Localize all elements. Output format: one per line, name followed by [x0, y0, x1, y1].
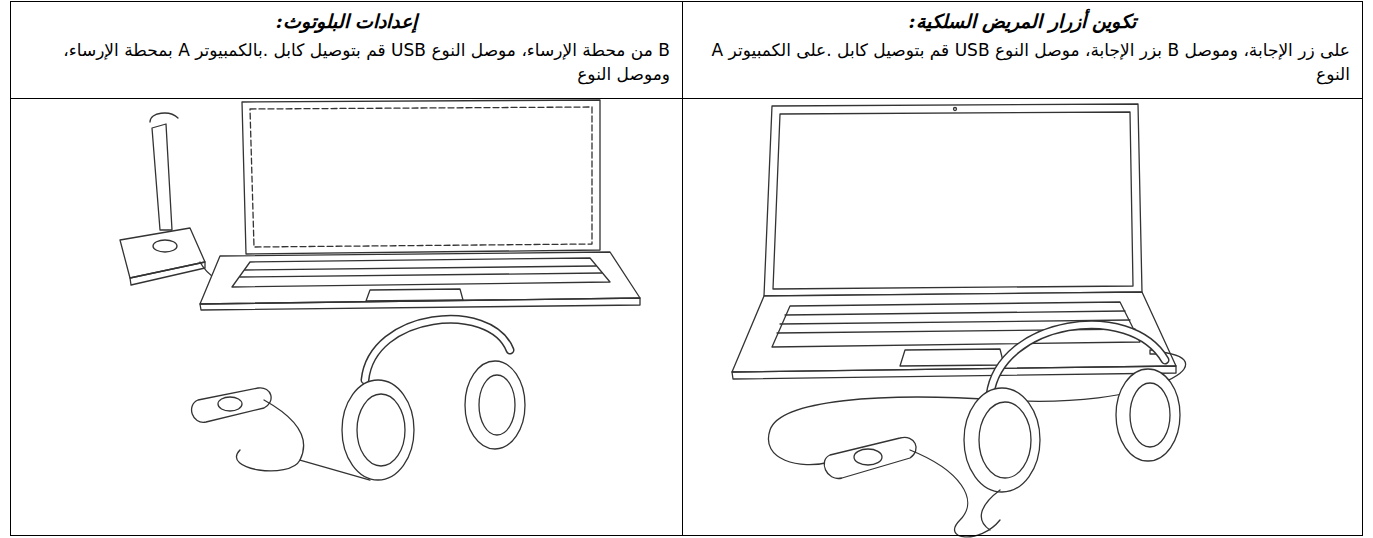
table-cell: إعدادات البلوتوث: B من محطة الإرساء، موص… — [10, 1, 683, 99]
docking-station — [120, 113, 205, 285]
cell-text: B من محطة الإرساء، موصل النوع USB قم بتو… — [11, 32, 682, 86]
cell-header: إعدادات البلوتوث: B من محطة الإرساء، موص… — [11, 2, 682, 86]
answer-button — [192, 388, 304, 471]
laptop-drawing — [200, 100, 640, 310]
table-cell: تكوين أزرار المريض السلكية: على زر الإجا… — [682, 1, 1363, 99]
cell-header: تكوين أزرار المريض السلكية: على زر الإجا… — [683, 2, 1362, 86]
cell-text: على زر الإجابة، وموصل B بزر الإجابة، موص… — [683, 32, 1362, 86]
table-cell — [10, 98, 683, 536]
headset-drawing — [300, 319, 525, 480]
headset-drawing — [964, 325, 1180, 530]
laptop-drawing — [732, 104, 1176, 379]
cell-heading: تكوين أزرار المريض السلكية: — [683, 10, 1362, 32]
table-cell — [682, 98, 1363, 536]
cell-heading: إعدادات البلوتوث: — [11, 10, 682, 32]
